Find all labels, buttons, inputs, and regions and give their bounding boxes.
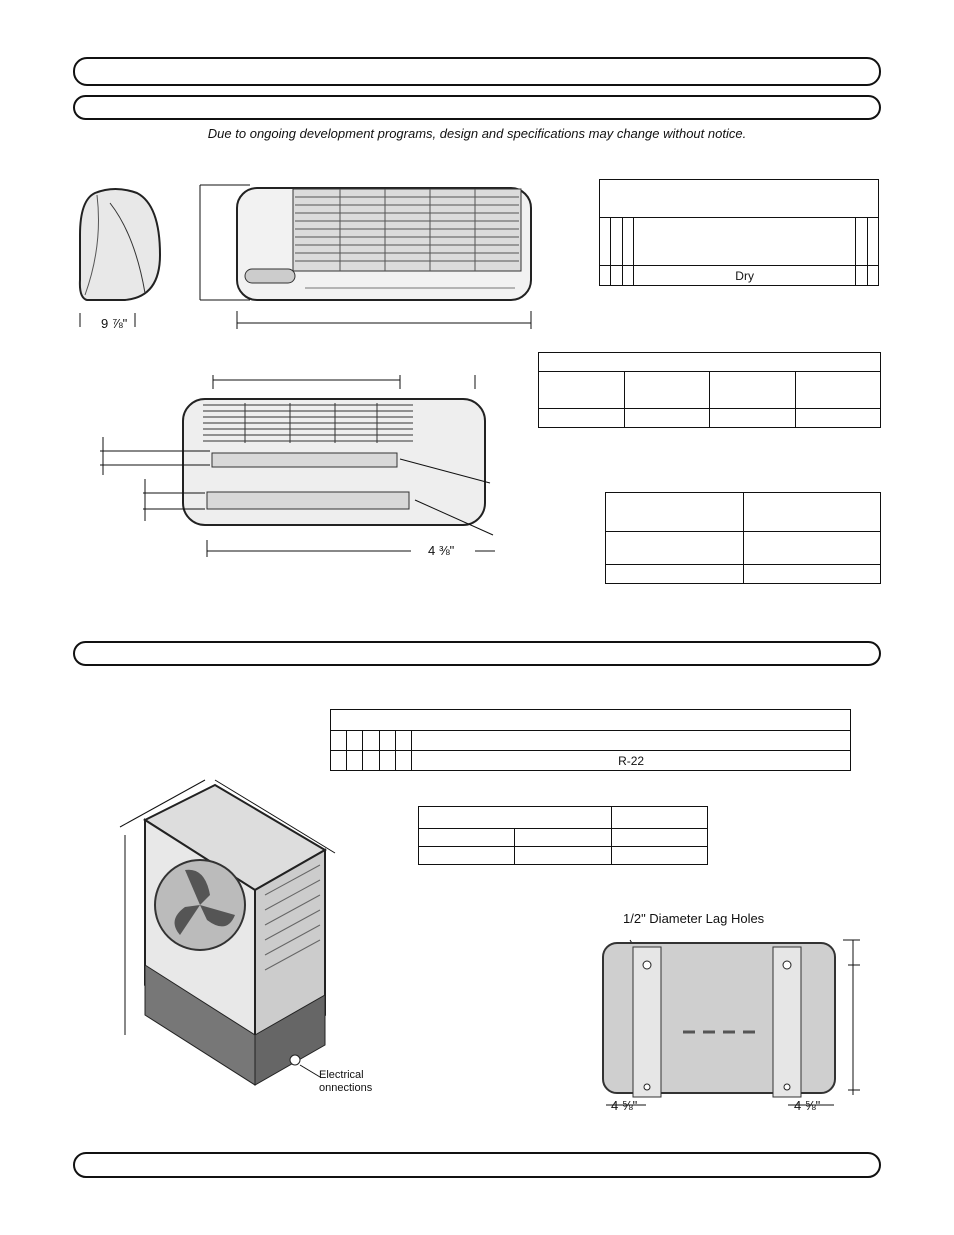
outdoor-spec-table: R-22 — [329, 709, 851, 771]
indoor-spec-table: Dry — [598, 179, 880, 286]
spec-cell — [621, 265, 634, 286]
mounting-left-dim: 4 ⅝" — [611, 1098, 638, 1113]
indoor-spec-table-3 — [605, 492, 881, 584]
section-header-bar-4 — [73, 1152, 881, 1178]
refrigerant-cell: R-22 — [411, 750, 851, 771]
indoor-unit-back-illustration — [100, 375, 495, 557]
section-header-bar-2 — [73, 95, 881, 120]
spec-cell — [866, 265, 880, 286]
outdoor-spec-table-2 — [417, 806, 709, 865]
spec-cell — [855, 265, 868, 286]
outdoor-unit-illustration — [119, 779, 336, 1086]
specification-notice: Due to ongoing development programs, des… — [207, 126, 747, 141]
indoor-unit-side-illustration — [78, 188, 162, 327]
indoor-depth-dim: 9 ⅞" — [101, 316, 128, 331]
electrical-connections-label: Electrical onnections — [319, 1069, 373, 1094]
indoor-back-right-dim: 4 ⅜" — [428, 543, 455, 558]
spec-cell-dry: Dry — [632, 265, 857, 286]
lag-holes-label: 1/2" Diameter Lag Holes — [623, 911, 765, 926]
mounting-plate-illustration — [602, 939, 860, 1106]
section-header-bar-1 — [73, 57, 881, 86]
spec-cell — [598, 265, 612, 286]
indoor-unit-front-illustration — [199, 184, 532, 329]
mounting-right-dim: 4 ⅝" — [794, 1098, 821, 1113]
section-header-bar-3 — [73, 641, 881, 666]
indoor-spec-table-2 — [538, 352, 881, 428]
spec-cell — [610, 265, 623, 286]
